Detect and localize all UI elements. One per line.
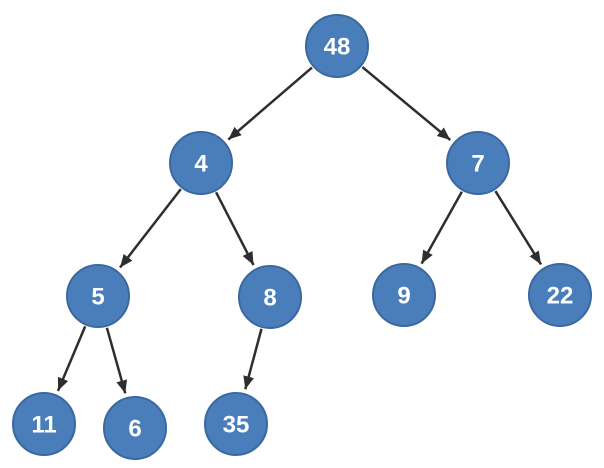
tree-node-5: 5 xyxy=(66,264,130,328)
tree-edge-5-6 xyxy=(105,327,128,394)
tree-node-circle xyxy=(169,131,233,195)
tree-node-circle xyxy=(372,263,436,327)
tree-node-9: 9 xyxy=(372,263,436,327)
tree-node-8: 8 xyxy=(238,265,302,329)
tree-node-22: 22 xyxy=(528,263,592,327)
tree-edge-7-22 xyxy=(494,190,543,266)
tree-node-35: 35 xyxy=(204,392,268,456)
tree-edge-8-35 xyxy=(243,328,263,390)
tree-edge-5-11 xyxy=(56,325,87,392)
tree-node-circle xyxy=(12,392,76,456)
tree-node-4: 4 xyxy=(169,131,233,195)
tree-node-circle xyxy=(103,396,167,460)
tree-node-7: 7 xyxy=(446,131,510,195)
tree-node-circle xyxy=(238,265,302,329)
tree-edge-48-4 xyxy=(227,66,313,141)
tree-node-circle xyxy=(66,264,130,328)
tree-node-11: 11 xyxy=(12,392,76,456)
tree-edge-4-8 xyxy=(214,191,255,266)
tree-node-48: 48 xyxy=(305,14,369,78)
tree-edge-48-7 xyxy=(361,66,452,141)
tree-node-6: 6 xyxy=(103,396,167,460)
tree-node-circle xyxy=(204,392,268,456)
tree-node-circle xyxy=(305,14,369,78)
tree-node-circle xyxy=(528,263,592,327)
tree-node-circle xyxy=(446,131,510,195)
tree-edge-7-9 xyxy=(420,191,463,265)
tree-edge-4-5 xyxy=(119,188,182,269)
